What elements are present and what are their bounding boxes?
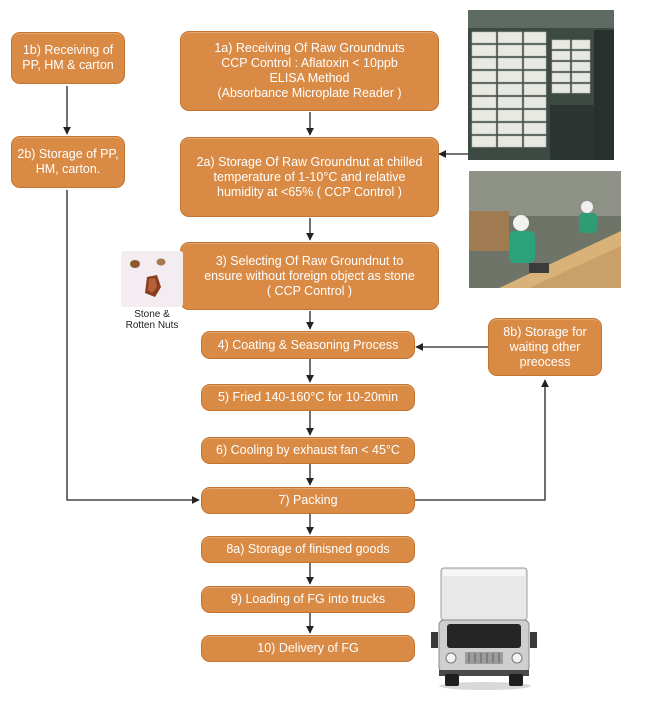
step-9-loading-fg: 9) Loading of FG into trucks (201, 586, 415, 613)
step-10-line-1: 10) Delivery of FG (257, 641, 359, 655)
step-1a-line-3: ELISA Method (269, 71, 350, 85)
step-2b-line-2: HM, carton. (35, 162, 101, 176)
step-5-fried: 5) Fried 140-160°C for 10-20min (201, 384, 415, 411)
step-1a-receiving-raw-groundnuts: 1a) Receiving Of Raw Groundnuts CCP Cont… (180, 31, 439, 111)
stone-caption-line-2: Rotten Nuts (125, 320, 179, 331)
step-8a-storage-finished-goods: 8a) Storage of finisned goods (201, 536, 415, 563)
step-1a-line-2: CCP Control : Aflatoxin < 10ppb (221, 56, 398, 70)
step-1b-receiving-pp-hm-carton: 1b) Receiving of PP, HM & carton (11, 32, 125, 84)
step-2a-line-3: humidity at <65% ( CCP Control ) (217, 184, 402, 199)
step-6-line-1: 6) Cooling by exhaust fan < 45°C (216, 443, 400, 457)
step-3-line-2: ensure without foreign object as stone (204, 268, 415, 283)
workers-sorting-photo (469, 171, 621, 288)
step-7-packing: 7) Packing (201, 487, 415, 514)
step-8b-line-1: 8b) Storage for (503, 324, 587, 339)
stone-caption-line-1: Stone & (134, 309, 170, 320)
step-2a-line-2: temperature of 1-10°C and relative (213, 169, 406, 184)
arrow-2b-to-7 (66, 190, 200, 504)
step-8b-storage-waiting: 8b) Storage for waiting other preocess (488, 318, 602, 376)
step-3-line-3: ( CCP Control ) (266, 283, 353, 298)
step-3-line-1: 3) Selecting Of Raw Groundnut to (215, 253, 404, 268)
step-1a-line-4: (Absorbance Microplate Reader ) (217, 86, 402, 100)
step-8a-line-1: 8a) Storage of finisned goods (226, 542, 390, 556)
step-10-delivery-fg: 10) Delivery of FG (201, 635, 415, 662)
step-4-line-1: 4) Coating & Seasoning Process (217, 337, 399, 352)
step-1b-line-2: PP, HM & carton (22, 58, 114, 72)
step-4-coating-seasoning: 4) Coating & Seasoning Process (201, 331, 415, 359)
stone-rotten-nuts-photo (121, 251, 183, 307)
step-5-line-1: 5) Fried 140-160°C for 10-20min (217, 390, 399, 404)
step-7-line-1: 7) Packing (278, 493, 338, 507)
step-2a-line-1: 2a) Storage Of Raw Groundnut at chilled (196, 154, 423, 169)
step-2b-line-1: 2b) Storage of PP, (17, 147, 119, 161)
step-3-selecting-raw-groundnut: 3) Selecting Of Raw Groundnut to ensure … (180, 242, 439, 310)
delivery-truck-icon (431, 567, 537, 690)
step-8b-line-2: waiting other (509, 339, 581, 354)
stone-caption: Stone & Rotten Nuts (113, 309, 191, 331)
step-1b-line-1: 1b) Receiving of (22, 43, 114, 57)
step-9-line-1: 9) Loading of FG into trucks (230, 592, 386, 606)
step-8b-line-3: preocess (519, 354, 571, 369)
step-6-cooling: 6) Cooling by exhaust fan < 45°C (201, 437, 415, 464)
step-2b-storage-pp-hm-carton: 2b) Storage of PP, HM, carton. (11, 136, 125, 188)
step-1a-line-1: 1a) Receiving Of Raw Groundnuts (214, 41, 405, 55)
step-2a-storage-raw-groundnut: 2a) Storage Of Raw Groundnut at chilled … (180, 137, 439, 217)
warehouse-sacks-photo (468, 10, 614, 160)
arrow-7-to-8b (415, 379, 549, 501)
